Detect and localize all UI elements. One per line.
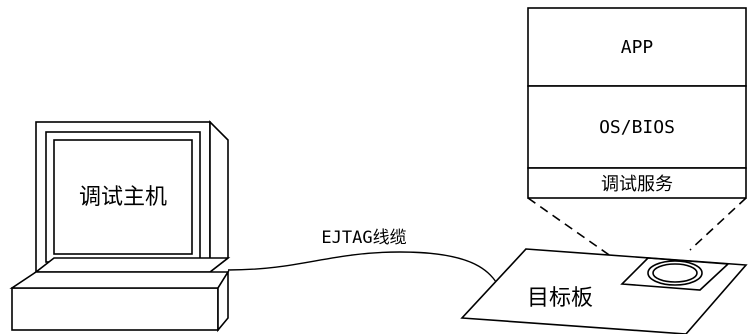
stack-layer-debug-service: [527, 167, 747, 199]
projection-line-left: [527, 197, 623, 265]
monitor-screen: [53, 139, 193, 255]
base-side: [217, 269, 229, 333]
cable-label: EJTAG线缆: [321, 228, 406, 248]
chip: [647, 260, 703, 286]
target-board: [460, 248, 748, 334]
chip-socket: [620, 257, 730, 291]
host-computer: [9, 120, 231, 333]
host-label: 调试主机: [79, 185, 167, 210]
board-label: 目标板: [527, 286, 593, 311]
software-stack: [527, 7, 747, 199]
stack-label-debug-service: 调试服务: [601, 174, 673, 195]
projection-lines: [527, 197, 747, 265]
ejtag-cable: [227, 251, 507, 319]
monitor-frame: [35, 121, 211, 273]
stack-layer-os: [527, 85, 747, 169]
stack-label-os: OS/BIOS: [599, 117, 675, 138]
base-top: [33, 257, 231, 273]
chip-inner: [652, 263, 698, 283]
monitor-side: [209, 120, 229, 274]
base-front: [11, 287, 219, 331]
stack-label-app: APP: [621, 37, 654, 58]
projection-line-right: [689, 197, 747, 251]
base-top-face: [9, 271, 230, 289]
